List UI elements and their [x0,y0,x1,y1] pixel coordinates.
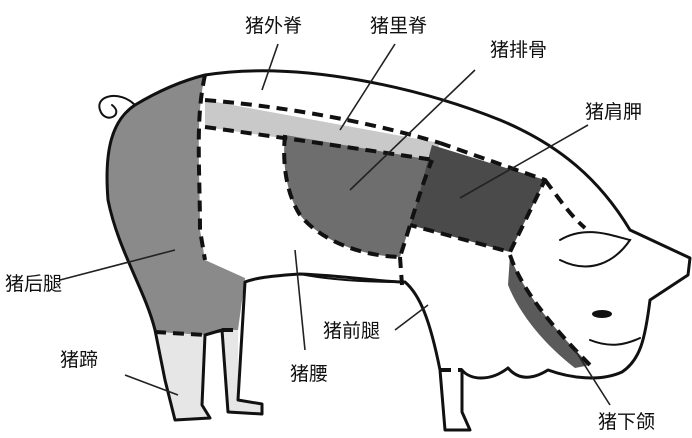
label-tenderloin: 猪里脊 [370,15,427,37]
label-trotter: 猪蹄 [60,349,98,371]
pig-eye [592,310,612,318]
label-jowl: 猪下颌 [598,411,655,433]
label-outer-loin: 猪外脊 [245,15,302,37]
hind-leg-region [107,75,205,335]
label-belly: 猪腰 [290,363,328,385]
label-front-leg: 猪前腿 [323,320,380,342]
label-ribs: 猪排骨 [490,39,547,61]
label-hind-leg: 猪后腿 [5,273,62,295]
label-shoulder: 猪肩胛 [585,101,642,123]
leader-front-leg [395,305,428,330]
